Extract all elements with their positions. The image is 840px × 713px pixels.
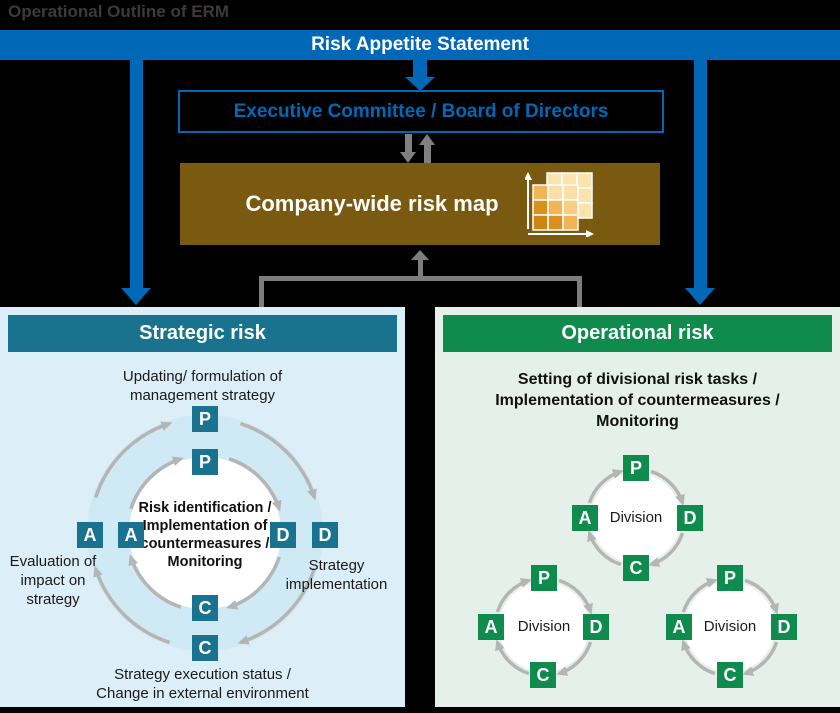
grey-up-arrow-icon <box>424 144 431 163</box>
pdca-badge-p-outer: P <box>192 406 218 432</box>
pdca-badge-d: D <box>771 614 797 640</box>
division-cycle-arrows <box>681 578 779 676</box>
pdca-badge-d-inner: D <box>270 522 296 548</box>
blue-right-arrowhead-icon <box>685 288 715 305</box>
committee-box: Executive Committee / Board of Directors <box>178 90 664 133</box>
axis-right-arrowhead-icon <box>585 230 594 237</box>
pdca-badge-p: P <box>623 455 649 481</box>
blue-left-arrowhead-icon <box>121 288 151 305</box>
risk-map-grid-icon <box>524 172 594 237</box>
pdca-badge-c-outer: C <box>192 635 218 661</box>
division-label: Division <box>609 509 663 526</box>
bracket-stem <box>418 259 423 278</box>
bracket-right-leg <box>577 276 582 307</box>
pdca-badge-p: P <box>717 565 743 591</box>
grey-down-arrowhead-icon <box>400 152 416 163</box>
strategic-risk-header: Strategic risk <box>8 315 397 352</box>
pdca-badge-c-inner: C <box>192 595 218 621</box>
company-risk-map-box: Company-wide risk map <box>180 163 660 245</box>
risk-map-cell <box>546 184 564 201</box>
bracket-left-leg <box>259 276 264 307</box>
blue-left-arrow <box>130 60 143 289</box>
risk-map-cell <box>531 184 549 201</box>
blue-right-arrow <box>694 60 707 289</box>
pdca-badge-p-inner: P <box>192 449 218 475</box>
pdca-badge-d: D <box>677 505 703 531</box>
risk-map-cell <box>546 214 564 231</box>
bracket-horizontal <box>259 276 582 281</box>
strategic-cycle-arrows <box>87 415 323 651</box>
committee-label: Executive Committee / Board of Directors <box>233 101 609 122</box>
blue-down-arrow-icon <box>413 60 427 78</box>
risk-appetite-banner: Risk Appetite Statement <box>0 30 840 60</box>
pdca-badge-p: P <box>531 565 557 591</box>
division-cycle-arrows <box>495 578 593 676</box>
strategic-header-label: Strategic risk <box>139 322 266 344</box>
risk-map-cell <box>561 199 579 216</box>
risk-map-cell <box>531 199 549 216</box>
division-cycle-arrows <box>587 469 685 567</box>
operational-header-label: Operational risk <box>561 322 714 344</box>
strategic-top-label: Updating/ formulation of management stra… <box>122 368 283 404</box>
division-label: Division <box>517 618 571 635</box>
pdca-badge-c: C <box>530 662 556 688</box>
strategic-left-label: Evaluation of impact on strategy <box>9 553 97 608</box>
blue-down-arrowhead-icon <box>405 77 435 91</box>
pdca-badge-a: A <box>572 505 598 531</box>
grey-up-arrowhead-icon <box>419 134 435 145</box>
risk-map-back-cell <box>575 202 593 219</box>
risk-map-cell <box>561 214 579 231</box>
banner-label: Risk Appetite Statement <box>311 34 529 55</box>
risk-map-back-cell <box>575 187 593 204</box>
bracket-up-arrowhead-icon <box>411 250 429 260</box>
pdca-badge-c: C <box>623 555 649 581</box>
strategic-bottom-label: Strategy execution status / Change in ex… <box>96 666 309 702</box>
strategic-right-label: Strategy implementation <box>285 557 388 593</box>
risk-map-axes-icon <box>526 180 586 235</box>
pdca-badge-c: C <box>717 662 743 688</box>
operational-top-label: Setting of divisional risk tasks / Imple… <box>495 371 780 430</box>
pdca-badge-a-inner: A <box>118 522 144 548</box>
risk-map-cell <box>546 199 564 216</box>
risk-map-back-cell <box>575 172 593 189</box>
pdca-badge-d-outer: D <box>312 522 338 548</box>
operational-risk-panel: Operational risk Setting of divisional r… <box>435 307 840 707</box>
risk-map-cell <box>561 184 579 201</box>
pdca-badge-a: A <box>478 614 504 640</box>
page-title: Operational Outline of ERM <box>8 2 230 21</box>
grey-down-arrow-icon <box>405 134 412 153</box>
axis-up-arrowhead-icon <box>524 172 532 180</box>
pdca-badge-a: A <box>666 614 692 640</box>
strategic-center-label: Risk identification / Implementation of … <box>138 500 272 570</box>
strategic-risk-panel: Strategic risk Updating/ formulation of … <box>0 307 405 707</box>
division-label: Division <box>703 618 757 635</box>
risk-map-label: Company-wide risk map <box>245 191 499 216</box>
operational-risk-header: Operational risk <box>443 315 832 352</box>
pdca-badge-a-outer: A <box>77 522 103 548</box>
pdca-badge-d: D <box>583 614 609 640</box>
risk-map-cell <box>531 214 549 231</box>
